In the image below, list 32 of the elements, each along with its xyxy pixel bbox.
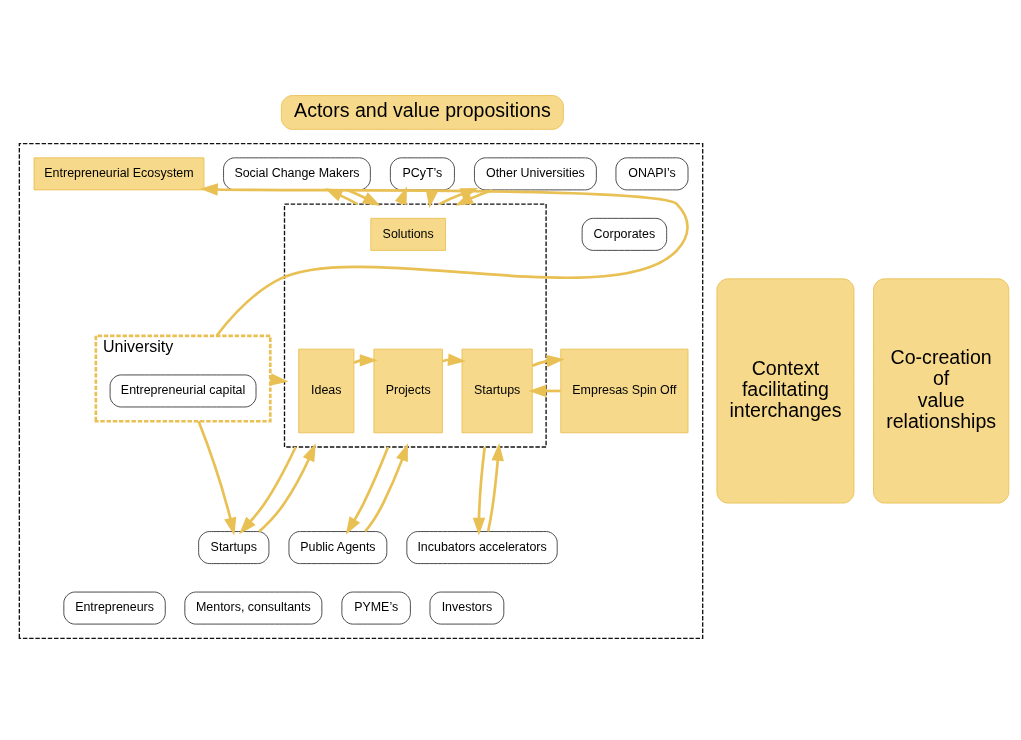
node-box: Empresas Spin Off <box>560 348 689 433</box>
node-box: Other Universities <box>474 156 597 190</box>
arrow <box>200 182 689 337</box>
node-box: Solutions <box>370 217 446 251</box>
node-box: Startups <box>198 530 270 564</box>
arrow <box>472 446 487 535</box>
node-box: Projects <box>373 348 443 433</box>
arrow <box>345 446 390 535</box>
arrow <box>486 442 504 532</box>
node-box: Startups <box>461 348 533 433</box>
node-box: Ideas <box>298 348 355 433</box>
arrow <box>197 420 237 535</box>
node-box: Investors <box>429 591 505 625</box>
node-box: Entrepreneurial capital <box>109 374 257 407</box>
arrow <box>364 442 408 532</box>
node-box: PYME’s <box>341 591 411 625</box>
node-box: Incubators accelerators <box>406 530 558 564</box>
node-box: Public Agents <box>288 530 388 564</box>
arrow <box>258 442 316 532</box>
node-box: Corporates <box>581 217 668 251</box>
arrow <box>531 354 565 367</box>
node-box: Mentors, consultants <box>184 591 323 625</box>
node-box: Entrepreneurial Ecosystem <box>33 156 205 190</box>
node-box: Actors and value propositions <box>280 94 564 130</box>
node-box: Context facilitating interchanges <box>716 277 855 504</box>
arrow <box>324 187 359 205</box>
cluster <box>18 142 704 639</box>
node-box: Social Change Makers <box>223 156 371 190</box>
node-box: Co-creation of value relationships <box>873 277 1010 504</box>
arrow <box>239 445 297 534</box>
node-box: Entrepreneurs <box>63 591 166 625</box>
node-box: ONAPI’s <box>615 156 689 190</box>
